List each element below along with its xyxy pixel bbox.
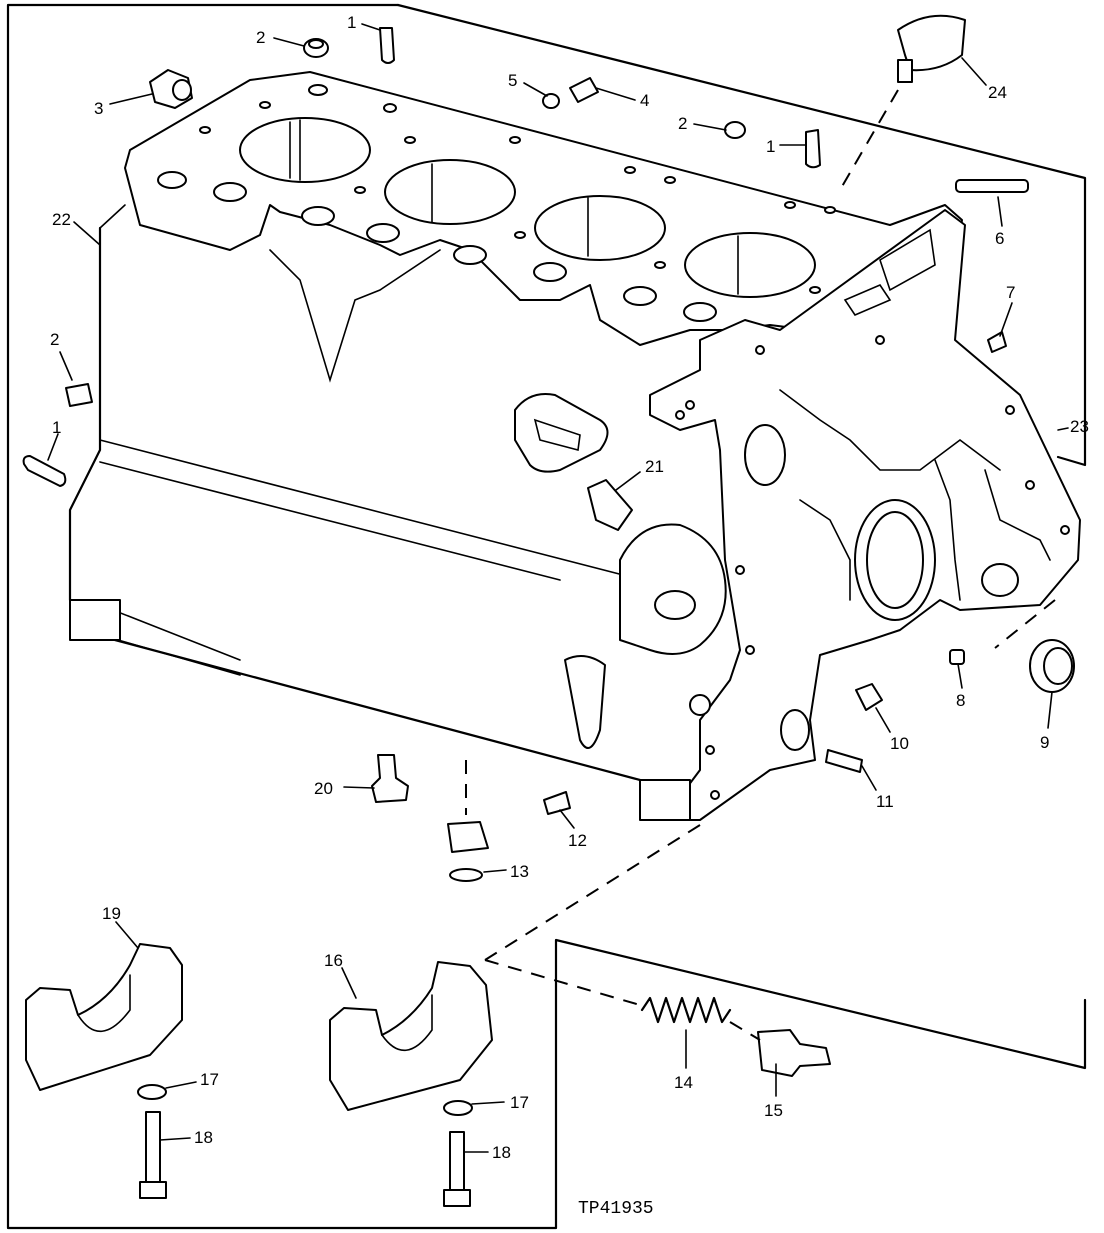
callout-6: 6 bbox=[995, 229, 1004, 248]
callout-5: 5 bbox=[508, 71, 517, 90]
callout-2c: 2 bbox=[50, 330, 59, 349]
figure-code: TP41935 bbox=[578, 1199, 654, 1219]
callout-8: 8 bbox=[956, 691, 965, 710]
callout-12: 12 bbox=[568, 831, 587, 850]
assembly-lines bbox=[465, 89, 1056, 1041]
callout-15: 15 bbox=[764, 1101, 783, 1120]
leader-lines bbox=[47, 23, 1069, 1153]
callout-24: 24 bbox=[988, 83, 1007, 102]
callout-7: 7 bbox=[1006, 283, 1015, 302]
callout-1b: 1 bbox=[766, 137, 775, 156]
callout-10: 10 bbox=[890, 734, 909, 753]
callout-1a: 1 bbox=[347, 13, 356, 32]
callout-23: 23 bbox=[1070, 417, 1089, 436]
callout-11: 11 bbox=[876, 792, 894, 811]
callout-18a: 18 bbox=[194, 1128, 213, 1147]
illustration-frame bbox=[6, 3, 1087, 1230]
callout-13: 13 bbox=[510, 862, 529, 881]
callout-16: 16 bbox=[324, 951, 343, 970]
cylinder-block bbox=[68, 71, 1081, 821]
callout-2a: 2 bbox=[256, 28, 265, 47]
callout-17b: 17 bbox=[510, 1093, 529, 1112]
callout-20: 20 bbox=[314, 779, 333, 798]
callout-1c: 1 bbox=[52, 418, 61, 437]
callout-17a: 17 bbox=[200, 1070, 219, 1089]
callout-18b: 18 bbox=[492, 1143, 511, 1162]
callout-labels: 1 2 3 5 4 2 1 24 22 6 7 2 1 23 21 8 9 10… bbox=[50, 13, 1089, 1162]
callout-22: 22 bbox=[52, 210, 71, 229]
callout-19: 19 bbox=[102, 904, 121, 923]
small-parts bbox=[22, 14, 1075, 1077]
callout-4: 4 bbox=[640, 91, 649, 110]
callout-9: 9 bbox=[1040, 733, 1049, 752]
callout-14: 14 bbox=[674, 1073, 693, 1092]
callout-2b: 2 bbox=[678, 114, 687, 133]
callout-21: 21 bbox=[645, 457, 664, 476]
callout-3: 3 bbox=[94, 99, 103, 118]
bearing-caps bbox=[25, 943, 493, 1207]
